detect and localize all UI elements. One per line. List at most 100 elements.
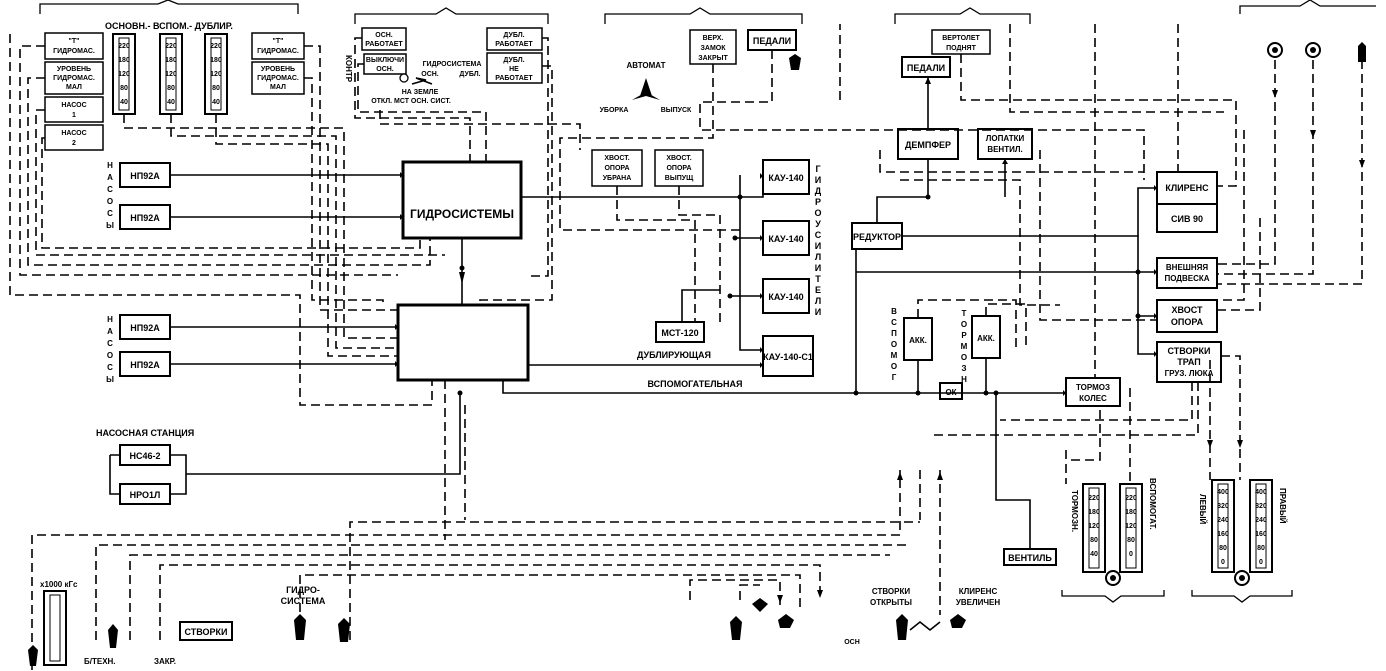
dashed-lines	[9, 24, 1363, 670]
svg-text:180: 180	[1088, 509, 1100, 516]
hvost-vypushch-a: ХВОСТ.	[666, 155, 691, 162]
siv-90-box	[1156, 203, 1218, 233]
akk-2-label: АКК.	[977, 334, 995, 343]
svg-text:С: С	[107, 339, 113, 348]
pressure-sensor-icon-2	[1305, 42, 1321, 58]
nasos-2-a: НАСОС	[61, 130, 86, 137]
bottom-switch-icons	[28, 598, 966, 666]
svg-text:П: П	[891, 329, 897, 338]
svg-text:О: О	[107, 197, 113, 206]
x1000-label: x1000 кГс	[40, 580, 78, 589]
svg-text:80: 80	[1219, 545, 1227, 552]
gidrousiliteli-label: Г И Д Р О У С И Л И Т Е Л И	[814, 164, 821, 317]
svg-text:240: 240	[1217, 517, 1229, 524]
svg-text:120: 120	[118, 71, 130, 78]
svg-text:Ы: Ы	[106, 375, 114, 384]
t-gidromas-box-1	[44, 32, 104, 60]
svg-text:40: 40	[120, 99, 128, 106]
tormozn-vertical-label: Т О Р М О З Н	[961, 309, 968, 384]
gidrosistema-switch-icon	[411, 77, 433, 85]
uroven-2-a: УРОВЕНЬ	[261, 66, 295, 73]
hvost-opora-a: ХВОСТ	[1171, 305, 1203, 315]
ventil-label: ВЕНТИЛЬ	[1008, 553, 1052, 563]
gidro-sistema-a: ГИДРО-	[286, 585, 320, 595]
svg-text:240: 240	[1255, 517, 1267, 524]
svg-text:О: О	[814, 208, 821, 218]
gauge-pravyy: 400 320 240 160 80 0	[1249, 479, 1273, 573]
svg-text:Е: Е	[815, 285, 821, 295]
stvorki-trap-a: СТВОРКИ	[1167, 346, 1210, 356]
np92a-2-label: НП92А	[130, 213, 160, 223]
solid-lines	[170, 77, 1157, 549]
vyklyuchi-osn-a: ВЫКЛЮЧИ	[366, 57, 404, 64]
svg-text:Р: Р	[815, 197, 821, 207]
svg-text:М: М	[961, 342, 968, 351]
uborka-label: УБОРКА	[600, 107, 629, 114]
dubliruyushchaya-label: ДУБЛИРУЮЩАЯ	[637, 350, 711, 360]
t-gidromas-box-2	[251, 32, 305, 60]
nasos-1-a: НАСОС	[61, 102, 86, 109]
svg-text:У: У	[815, 219, 821, 229]
na-zemle-lamp-icon	[399, 73, 409, 83]
nasosy-label-top: Н А С О С Ы	[106, 161, 114, 230]
nasos-box-2	[44, 124, 104, 151]
svg-text:180: 180	[165, 57, 177, 64]
zakr-label: ЗАКР.	[154, 657, 176, 666]
svg-text:40: 40	[212, 99, 220, 106]
switch-icon-right	[1358, 42, 1366, 62]
dubl-rabotaet-box	[486, 27, 543, 51]
nasos-1-b: 1	[72, 112, 76, 119]
svg-text:Т: Т	[962, 309, 967, 318]
svg-text:180: 180	[1125, 509, 1137, 516]
stvorki-otkryty-b: ОТКРЫТЫ	[870, 598, 912, 607]
t-gidromas-2-a: "Т"	[273, 38, 284, 45]
t-gidromas-1-a: "Т"	[69, 38, 80, 45]
svg-text:И: И	[815, 175, 821, 185]
bottom-right-brace-1	[1061, 590, 1165, 603]
svg-text:С: С	[891, 318, 897, 327]
svg-text:З: З	[961, 364, 966, 373]
svg-text:С: С	[107, 185, 113, 194]
dubl-rabotaet-b: РАБОТАЕТ	[495, 41, 533, 48]
lopatki-box	[977, 128, 1033, 160]
svg-text:О: О	[961, 320, 967, 329]
osn-rabotaet-b: РАБОТАЕТ	[365, 41, 403, 48]
pump-station-label: НАСОСНАЯ СТАНЦИЯ	[96, 428, 194, 438]
uroven-1-c: МАЛ	[66, 84, 82, 91]
svg-text:120: 120	[1125, 523, 1137, 530]
svg-text:220: 220	[118, 43, 130, 50]
avtomat-switch-icon	[632, 78, 660, 100]
np92a-3-label: НП92А	[130, 323, 160, 333]
tormoz-koles-box	[1065, 377, 1121, 407]
vneshnyaya-a: ВНЕШНЯЯ	[1166, 263, 1208, 272]
svg-text:А: А	[107, 327, 113, 336]
uroven-1-a: УРОВЕНЬ	[57, 66, 91, 73]
svg-text:С: С	[107, 363, 113, 372]
avtomat-label: АВТОМАТ	[626, 61, 665, 70]
klirens-uvelichen-b: УВЕЛИЧЕН	[956, 598, 1000, 607]
kontr-label: КОНТР	[344, 55, 353, 83]
ok-box	[939, 382, 963, 400]
dubl-rabotaet-a: ДУБЛ.	[503, 32, 524, 39]
klirens-box	[1156, 171, 1218, 205]
svg-text:О: О	[961, 353, 967, 362]
top-mid-brace	[354, 7, 549, 24]
svg-text:И: И	[815, 307, 821, 317]
dubl-ne-rabotaet-c: РАБОТАЕТ	[495, 75, 533, 82]
top-left-header: ОСНОВН.- ВСПОМ.- ДУБЛИР.	[105, 21, 233, 31]
hvost-opora-b: ОПОРА	[1171, 317, 1204, 327]
hvost-ubrana-b: ОПОРА	[604, 165, 629, 172]
pedal-switch-icon	[789, 54, 801, 70]
svg-text:320: 320	[1217, 503, 1229, 510]
svg-text:Г: Г	[815, 164, 820, 174]
verkh-zamok-c: ЗАКРЫТ	[698, 55, 728, 62]
mst-120-box	[655, 321, 705, 343]
svg-text:80: 80	[1090, 537, 1098, 544]
siv-90-label: СИВ 90	[1171, 214, 1203, 224]
osn-rabotaet-box	[361, 27, 407, 51]
dubl-ne-rabotaet-a: ДУБЛ.	[503, 57, 524, 64]
vneshnyaya-podveska-box	[1156, 257, 1218, 289]
top-left-brace	[39, 0, 299, 14]
svg-text:400: 400	[1217, 489, 1229, 496]
svg-text:0: 0	[1221, 559, 1225, 566]
